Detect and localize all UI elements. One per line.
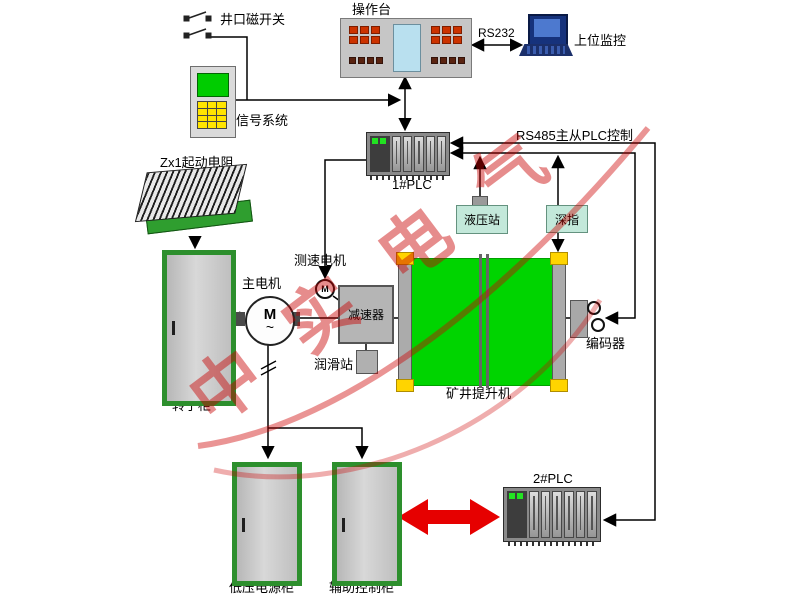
plc2-cpu-module xyxy=(507,491,527,538)
hoist-left-shaft xyxy=(398,264,412,380)
encoder-mount xyxy=(570,300,588,338)
cable-tick-2 xyxy=(260,366,277,376)
rs232-label: RS232 xyxy=(478,26,515,40)
signal-screen xyxy=(197,73,229,97)
console-keys-bottom-left xyxy=(349,57,383,64)
signal-keypad xyxy=(197,101,227,129)
encoder-circle-1 xyxy=(587,301,601,315)
plc1-pins xyxy=(370,176,446,180)
motor-bearing-left xyxy=(236,312,245,326)
bus-rs485-1 xyxy=(449,136,656,527)
plc2-pins xyxy=(508,542,596,546)
line-switch-feed xyxy=(210,36,248,100)
main-motor-circle: M ~ xyxy=(245,296,295,346)
hoist-right-cap-bottom xyxy=(550,379,568,392)
plc1-label: 1#PLC xyxy=(392,177,432,192)
laptop-keyboard xyxy=(519,44,573,56)
plc1-cpu-module xyxy=(370,136,390,172)
hydraulic-station-label: 液压站 xyxy=(463,213,500,227)
operator-console xyxy=(340,18,472,78)
lubrication-box xyxy=(356,350,378,374)
plc2-rack xyxy=(503,487,601,542)
aux-control-cabinet xyxy=(332,462,402,586)
hoist-left-cap-bottom xyxy=(396,379,414,392)
console-keys-left xyxy=(349,26,380,44)
hoist-right-cap-top xyxy=(550,252,568,265)
laptop-keys-texture xyxy=(527,46,565,54)
rotor-cabinet xyxy=(162,250,236,406)
wellhead-switch-icon xyxy=(183,11,212,39)
main-motor-label: 主电机 xyxy=(242,276,282,291)
hoist-body xyxy=(410,258,554,386)
console-label: 操作台 xyxy=(352,2,392,17)
reducer-label: 减速器 xyxy=(347,308,384,322)
hoist-divider-right xyxy=(486,254,489,388)
hydraulic-station-box: 液压站 xyxy=(456,205,508,234)
hoist-label: 矿井提升机 xyxy=(446,386,512,401)
console-keys-bottom-right xyxy=(431,57,465,64)
hoist-left-cap-top xyxy=(396,252,414,265)
speed-motor-symbol: M xyxy=(321,284,329,294)
signal-system-device xyxy=(190,66,236,138)
laptop-screen-glare xyxy=(534,19,560,37)
speed-motor-circle: M xyxy=(315,279,335,299)
main-motor-symbol: M xyxy=(263,305,277,323)
lubrication-label: 润滑站 xyxy=(314,357,354,372)
plc2-label: 2#PLC xyxy=(533,471,573,486)
hoist-right-shaft xyxy=(552,264,566,380)
speed-motor-label: 测速电机 xyxy=(294,253,347,268)
cable-tick-1 xyxy=(260,360,277,370)
wellhead-switch-label: 井口磁开关 xyxy=(220,12,286,27)
console-keys-right xyxy=(431,26,462,44)
plc1-rack xyxy=(366,132,450,176)
main-motor-wave: ~ xyxy=(265,319,275,336)
console-screen xyxy=(393,24,421,72)
motor-bearing-right xyxy=(291,312,300,326)
lv-power-cabinet xyxy=(232,462,302,586)
encoder-label: 编码器 xyxy=(586,336,626,351)
arrow-motor-auxcabinet xyxy=(268,427,369,460)
starting-resistor-device xyxy=(134,163,248,223)
arrow-plc1-speedmotor xyxy=(318,159,366,280)
host-monitor-label: 上位监控 xyxy=(574,33,627,48)
depth-indicator-box: 深指 xyxy=(546,205,588,233)
hoist-divider-left xyxy=(479,254,482,388)
depth-indicator-label: 深指 xyxy=(554,212,579,227)
rs485-bus-label: RS485主从PLC控制 xyxy=(516,128,634,143)
red-double-arrow xyxy=(398,499,500,535)
bus-rs485-2 xyxy=(449,146,636,325)
signal-system-label: 信号系统 xyxy=(236,113,289,128)
laptop-icon xyxy=(528,14,568,46)
reducer-box: 减速器 xyxy=(338,285,394,344)
encoder-circle-2 xyxy=(591,318,605,332)
